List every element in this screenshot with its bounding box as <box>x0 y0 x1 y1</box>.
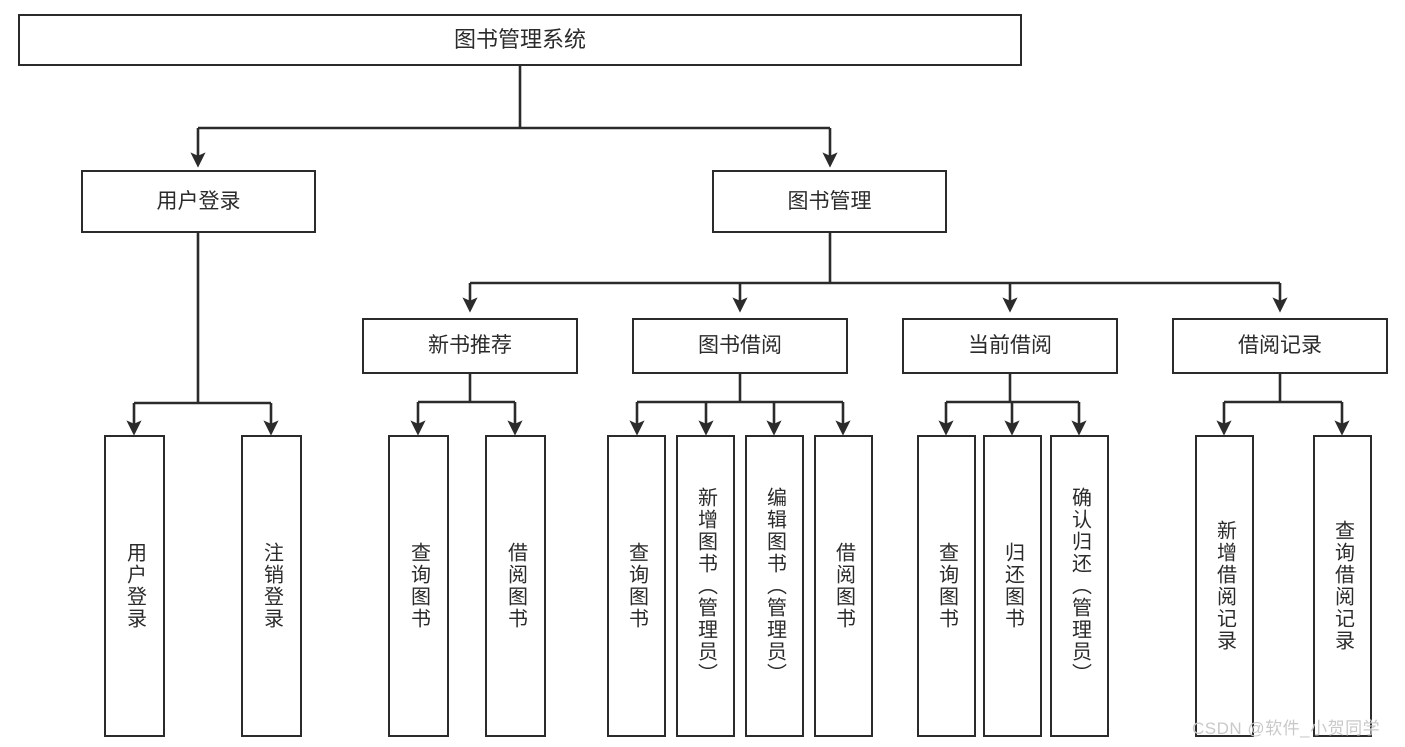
node-leaf-query-book-1-label: 查询图书 <box>407 542 430 630</box>
node-root-label: 图书管理系统 <box>453 26 586 52</box>
node-leaf-borrow-book-2-label: 借阅图书 <box>832 542 855 630</box>
node-leaf-user-login-label: 用户登录 <box>123 542 146 630</box>
node-leaf-add-record[interactable]: 新增借阅记录 <box>1195 435 1254 737</box>
node-leaf-edit-book-label: 编辑图书（管理员） <box>763 487 786 685</box>
node-book-borrow[interactable]: 图书借阅 <box>632 318 848 374</box>
node-leaf-add-book-label: 新增图书（管理员） <box>694 487 717 685</box>
node-leaf-logout[interactable]: 注销登录 <box>241 435 302 737</box>
node-user-login[interactable]: 用户登录 <box>81 170 316 233</box>
node-leaf-query-book-2[interactable]: 查询图书 <box>607 435 666 737</box>
node-leaf-user-login[interactable]: 用户登录 <box>104 435 165 737</box>
node-leaf-logout-label: 注销登录 <box>260 542 283 630</box>
node-leaf-add-record-label: 新增借阅记录 <box>1213 520 1236 652</box>
node-leaf-borrow-book-1-label: 借阅图书 <box>504 542 527 630</box>
watermark: CSDN @软件_小贺同学 <box>1192 719 1381 738</box>
node-leaf-return-book[interactable]: 归还图书 <box>983 435 1042 737</box>
node-leaf-add-book[interactable]: 新增图书（管理员） <box>676 435 735 737</box>
node-leaf-borrow-book-2[interactable]: 借阅图书 <box>814 435 873 737</box>
node-book-manage[interactable]: 图书管理 <box>712 170 947 233</box>
node-leaf-confirm-return-label: 确认归还（管理员） <box>1068 487 1091 685</box>
node-leaf-confirm-return[interactable]: 确认归还（管理员） <box>1050 435 1109 737</box>
node-new-book-recommend-label: 新书推荐 <box>428 334 512 358</box>
node-leaf-return-book-label: 归还图书 <box>1001 542 1024 630</box>
node-new-book-recommend[interactable]: 新书推荐 <box>362 318 578 374</box>
node-borrow-record[interactable]: 借阅记录 <box>1172 318 1388 374</box>
node-leaf-edit-book[interactable]: 编辑图书（管理员） <box>745 435 804 737</box>
node-leaf-query-book-3[interactable]: 查询图书 <box>917 435 976 737</box>
node-current-borrow-label: 当前借阅 <box>968 334 1052 358</box>
node-book-borrow-label: 图书借阅 <box>698 334 782 358</box>
node-leaf-query-record[interactable]: 查询借阅记录 <box>1313 435 1372 737</box>
node-leaf-borrow-book-1[interactable]: 借阅图书 <box>485 435 546 737</box>
node-user-login-label: 用户登录 <box>156 189 241 213</box>
node-book-manage-label: 图书管理 <box>787 189 872 213</box>
node-leaf-query-record-label: 查询借阅记录 <box>1331 520 1354 652</box>
node-leaf-query-book-2-label: 查询图书 <box>625 542 648 630</box>
node-leaf-query-book-1[interactable]: 查询图书 <box>388 435 449 737</box>
node-root[interactable]: 图书管理系统 <box>18 14 1022 66</box>
node-current-borrow[interactable]: 当前借阅 <box>902 318 1118 374</box>
node-borrow-record-label: 借阅记录 <box>1238 334 1322 358</box>
node-leaf-query-book-3-label: 查询图书 <box>935 542 958 630</box>
